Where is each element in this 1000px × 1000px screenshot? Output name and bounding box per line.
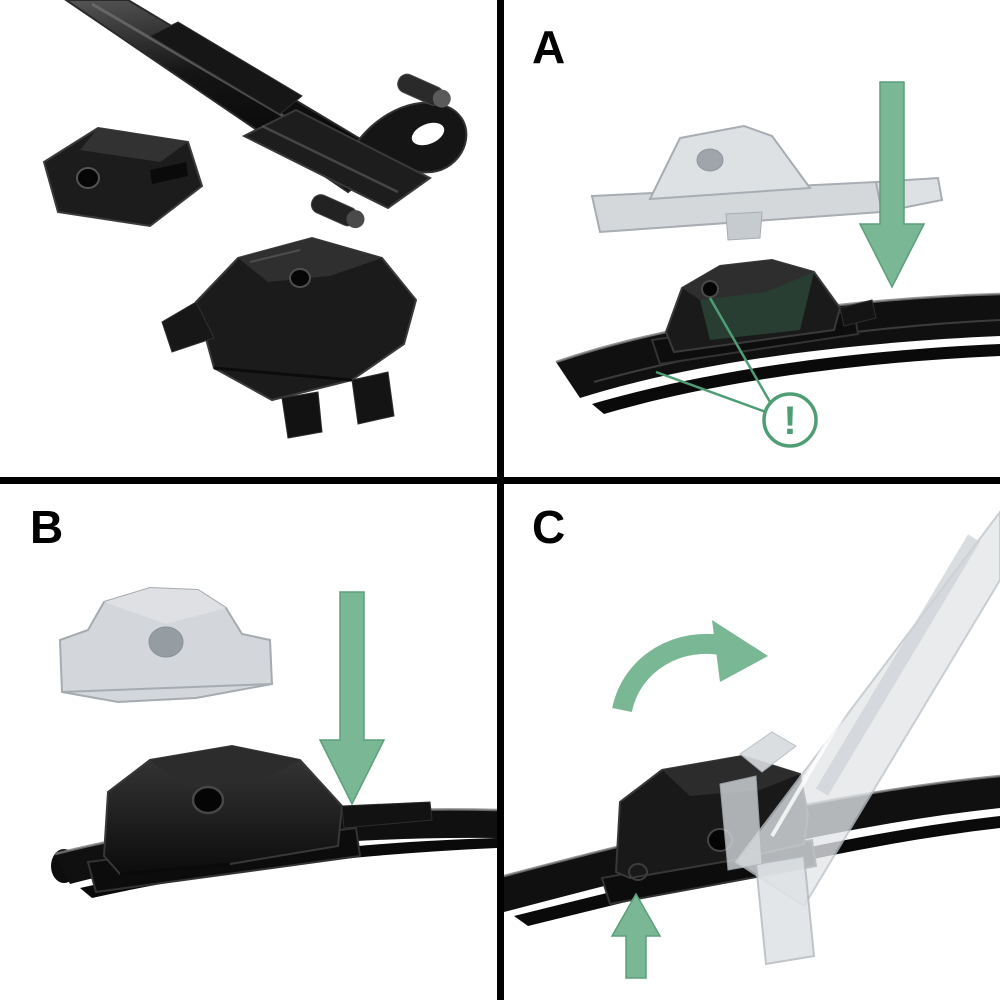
arm-pin-bracket bbox=[241, 73, 451, 229]
warning-exclamation: ! bbox=[783, 399, 796, 443]
step-a-illustration: ! bbox=[555, 81, 1000, 448]
down-arrow-icon bbox=[318, 591, 386, 806]
step-c-label: C bbox=[532, 501, 566, 553]
step-a-label: A bbox=[532, 21, 566, 73]
panel-parts-overview bbox=[0, 0, 497, 477]
panel-step-b: B bbox=[0, 484, 497, 1000]
step-b-illustration bbox=[51, 586, 497, 898]
ghost-adapter bbox=[590, 124, 944, 241]
divider-vertical bbox=[497, 0, 504, 1000]
divider-horizontal bbox=[0, 477, 1000, 484]
ghost-adapter bbox=[58, 586, 274, 704]
panel-step-c: C bbox=[504, 484, 1000, 1000]
down-arrow-icon bbox=[858, 81, 926, 289]
up-arrow-icon bbox=[610, 892, 662, 979]
wiper-arm-illustration bbox=[64, 0, 468, 229]
adapter-clip-small bbox=[42, 126, 204, 228]
blade-adapter bbox=[86, 744, 433, 894]
panel-step-a: A bbox=[504, 0, 1000, 477]
curved-arrow-icon bbox=[612, 620, 768, 713]
warning-icon: ! bbox=[655, 297, 818, 448]
step-b-label: B bbox=[30, 501, 64, 553]
adapter-large bbox=[161, 236, 418, 439]
ghost-wiper-arm bbox=[719, 510, 1000, 966]
step-c-illustration bbox=[504, 510, 1000, 979]
parts-overview-illustration bbox=[42, 0, 468, 439]
blade-adapter bbox=[650, 258, 877, 366]
